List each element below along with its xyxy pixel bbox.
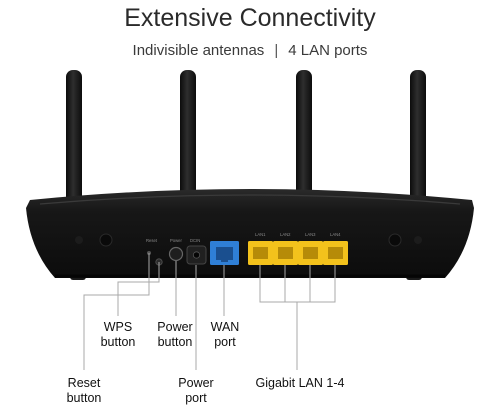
wan-port[interactable]: [210, 241, 239, 265]
page-subtitle: Indivisible antennas | 4 LAN ports: [0, 42, 500, 59]
router-body: [26, 189, 474, 278]
wan-port-label-line2: port: [214, 335, 236, 349]
wps-button-label-line2: button: [100, 335, 136, 349]
hinge-left-icon: [99, 233, 113, 247]
power-button-label-line2: button: [157, 335, 193, 349]
power-port-label: Power port: [166, 376, 226, 406]
subtitle-antennas: Indivisible antennas: [132, 42, 265, 59]
wan-port-label: WAN port: [202, 320, 248, 350]
panel-label-dcin: DCIN: [190, 238, 200, 243]
wps-button-label-line1: WPS: [103, 320, 133, 334]
subtitle-lan-ports: 4 LAN ports: [288, 42, 368, 59]
reset-button-label-line2: button: [66, 391, 102, 405]
panel-label-lan1: LAN1: [255, 232, 266, 237]
antenna-base-left-icon: [75, 236, 83, 244]
lan-port-1[interactable]: [248, 241, 273, 265]
panel-label-lan3: LAN3: [305, 232, 316, 237]
reset-button-label: Reset button: [54, 376, 114, 406]
page-title: Extensive Connectivity: [124, 4, 376, 32]
lan-port-4[interactable]: [323, 241, 348, 265]
gigabit-lan-label-line1: Gigabit LAN 1-4: [255, 376, 345, 390]
hinge-right-icon: [388, 233, 402, 247]
antenna-base-right-icon: [414, 236, 422, 244]
power-port-socket-icon: [192, 251, 201, 259]
leader-reset: [83, 253, 150, 370]
panel-label-lan4: LAN4: [330, 232, 341, 237]
gigabit-lan-label: Gigabit LAN 1-4: [245, 376, 355, 391]
lan-port-2[interactable]: [273, 241, 298, 265]
power-port-label-line1: Power: [178, 376, 214, 390]
reset-button-label-line1: Reset: [67, 376, 101, 390]
wan-port-label-line1: WAN: [210, 320, 240, 334]
subtitle-separator: |: [274, 42, 279, 59]
panel-label-lan2: LAN2: [280, 232, 291, 237]
wps-button-label: WPS button: [93, 320, 143, 350]
power-button-label: Power button: [145, 320, 205, 350]
leader-wps: [117, 262, 160, 316]
power-button[interactable]: [168, 246, 184, 262]
lan-port-3[interactable]: [298, 241, 323, 265]
panel-label-power: Power: [170, 238, 182, 243]
power-button-label-line1: Power: [157, 320, 193, 334]
power-port-label-line2: port: [185, 391, 207, 405]
panel-label-reset: Reset: [146, 238, 158, 243]
